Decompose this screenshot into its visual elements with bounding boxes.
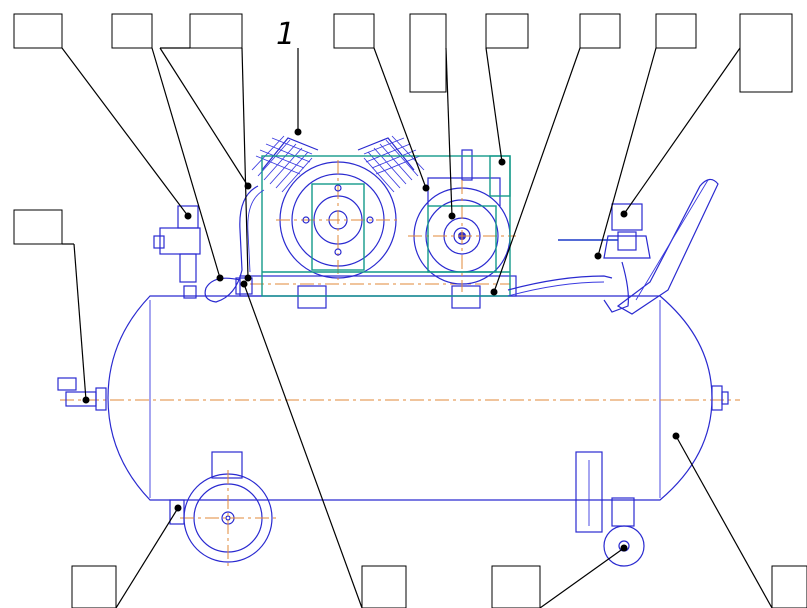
- drain-cock: [169, 499, 185, 525]
- leader-lines: [61, 47, 773, 608]
- caster-wheel: [603, 497, 645, 567]
- end-plug: [711, 385, 729, 411]
- support-leg: [575, 451, 603, 533]
- electric-motor: [408, 149, 516, 292]
- safety-valve: [153, 205, 201, 283]
- receiver-tank: [60, 295, 740, 501]
- carry-handle: [616, 178, 719, 315]
- inlet-fitting: [57, 377, 107, 411]
- pressure-switch: [558, 203, 651, 259]
- wheel-left: [180, 451, 276, 566]
- belt-guard-frame: [261, 155, 511, 297]
- base-plate: [183, 275, 517, 309]
- callout-1: 1: [276, 17, 295, 52]
- callout-boxes: [13, 13, 807, 608]
- leader-dots: [82, 128, 680, 552]
- discharge-pipe: [204, 185, 629, 313]
- compressor-head: [251, 135, 425, 280]
